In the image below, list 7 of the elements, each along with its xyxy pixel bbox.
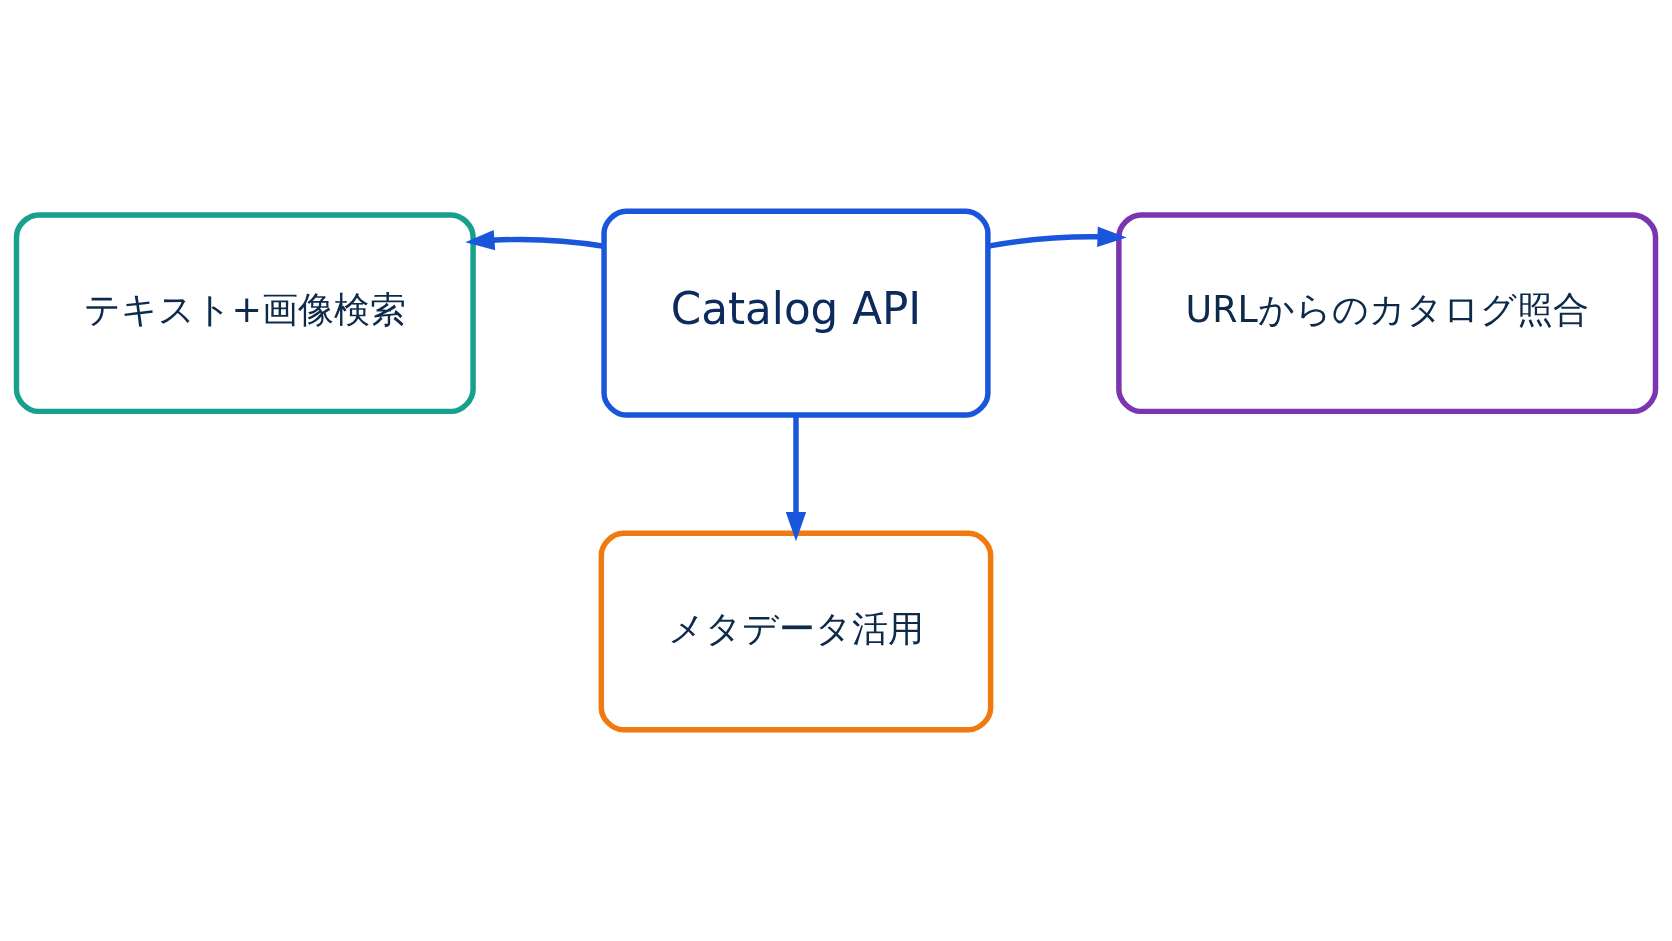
node-box: メタデータ活用 bbox=[598, 530, 994, 733]
node-box: テキスト+画像検索 bbox=[13, 212, 476, 415]
arrow bbox=[987, 226, 1127, 249]
node-box: URLからのカタログ照合 bbox=[1116, 212, 1659, 415]
arrow bbox=[785, 415, 807, 542]
arrow bbox=[465, 229, 605, 251]
node-box: Catalog API bbox=[601, 208, 991, 418]
